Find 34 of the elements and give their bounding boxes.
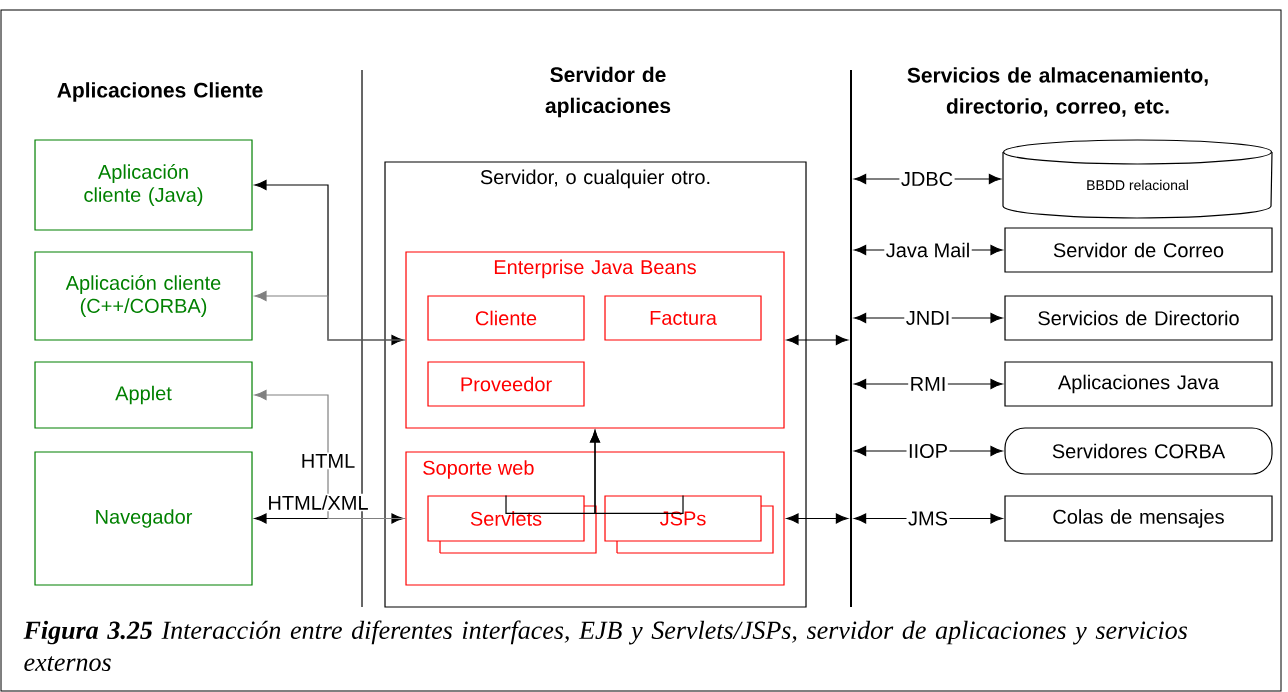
rounded-box: Servidores CORBA (1004, 427, 1273, 475)
edge-label: HTML (299, 452, 357, 470)
arrow (854, 513, 1003, 524)
arrow (786, 334, 849, 345)
component-box: Proveedor (427, 361, 585, 407)
arrow (254, 389, 406, 520)
component-box: Aplicación cliente (Java) (34, 139, 253, 231)
figure-caption: Figura 3.25 Interacción entre diferentes interfaces, EJB y Servlets/JSPs, servidor de aplicaciones y servicios externos (23, 620, 1188, 672)
component-box: Servicios de Directorio (1004, 295, 1273, 341)
component-box: Factura (604, 295, 762, 341)
arrow (254, 290, 406, 341)
component-box: Aplicaciones Java (1004, 361, 1273, 407)
edge-label: RMI (908, 375, 948, 393)
edge-label: IIOP (906, 442, 950, 460)
column-heading: Servidor de aplicaciones (545, 66, 671, 118)
component-box: Servidor de Correo (1004, 227, 1273, 273)
stacked-box: Servlets (427, 495, 597, 554)
component-box: Navegador (34, 451, 253, 586)
component-box: Aplicación cliente (C++/CORBA) (34, 251, 253, 341)
node-label: BBDD relacional (1087, 179, 1188, 191)
column-heading: Aplicaciones Cliente (57, 82, 263, 102)
edge-label: JMS (906, 509, 950, 528)
column-heading: Servicios de almacenamiento, directorio, correo, etc. (907, 67, 1208, 117)
arrow (590, 430, 684, 514)
edge-label: JDBC (899, 170, 955, 188)
component-box: Applet (34, 361, 253, 429)
component-box: Cliente (427, 295, 585, 341)
component-box: Colas de mensajes (1004, 495, 1273, 542)
arrow (786, 513, 849, 524)
stacked-box: JSPs (604, 495, 774, 554)
edge-label: JNDI (904, 309, 952, 327)
edge-label: Java Mail (884, 241, 972, 259)
edge-label: HTML/XML (265, 493, 371, 512)
database-cylinder: BBDD relacional (1002, 139, 1273, 219)
